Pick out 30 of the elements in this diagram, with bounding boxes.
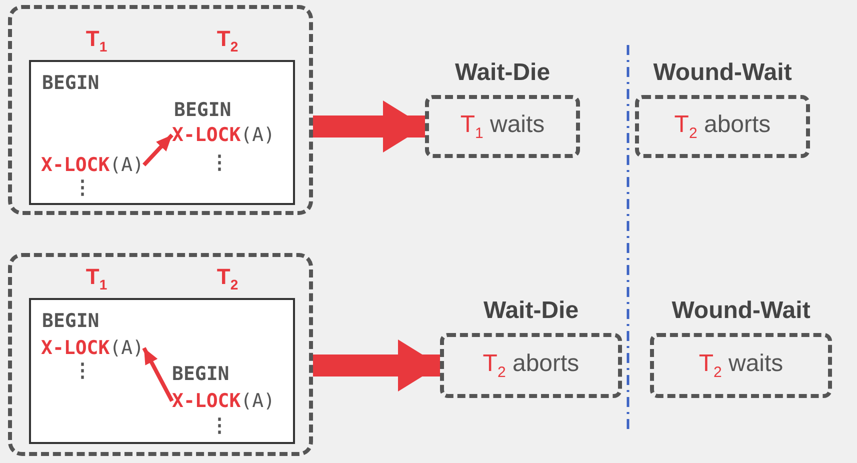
outcome-text: T$_{2}$ waits — [698, 350, 784, 381]
outcome-text: T$_{1}$ waits — [460, 111, 545, 142]
outcome-heading: Wait-Die — [454, 59, 552, 87]
outcome-text: T$_{2}$ aborts — [482, 350, 580, 381]
arrow — [142, 347, 174, 402]
column-header: T$_{1}$ — [84, 264, 108, 292]
outcome-heading: Wound-Wait — [670, 297, 812, 325]
column-header: T$_{2}$ — [216, 26, 240, 54]
column-header: T$_{2}$ — [216, 264, 240, 292]
ellipsis-mark: ⋮ — [210, 414, 229, 437]
block-arrow — [313, 340, 440, 392]
dashed-frame — [8, 253, 313, 456]
code-line: BEGIN — [174, 99, 232, 121]
code-line: X-LOCK(A) — [41, 154, 144, 176]
ellipsis-mark: ⋮ — [73, 176, 92, 199]
code-line: X-LOCK(A) — [172, 390, 275, 412]
dashed-frame — [8, 5, 313, 215]
column-header: T$_{1}$ — [84, 26, 108, 54]
ellipsis-mark: ⋮ — [73, 359, 92, 382]
code-line: BEGIN — [172, 363, 230, 385]
ellipsis-mark: ⋮ — [210, 151, 229, 174]
block-arrow — [313, 100, 425, 152]
outcome-heading: Wait-Die — [482, 297, 580, 325]
outcome-text: T$_{2}$ aborts — [674, 111, 771, 142]
code-line: BEGIN — [42, 72, 100, 94]
code-line: X-LOCK(A) — [41, 337, 144, 359]
code-line: BEGIN — [42, 310, 100, 332]
arrow — [142, 134, 174, 166]
outcome-heading: Wound-Wait — [652, 59, 793, 87]
code-line: X-LOCK(A) — [172, 124, 275, 146]
